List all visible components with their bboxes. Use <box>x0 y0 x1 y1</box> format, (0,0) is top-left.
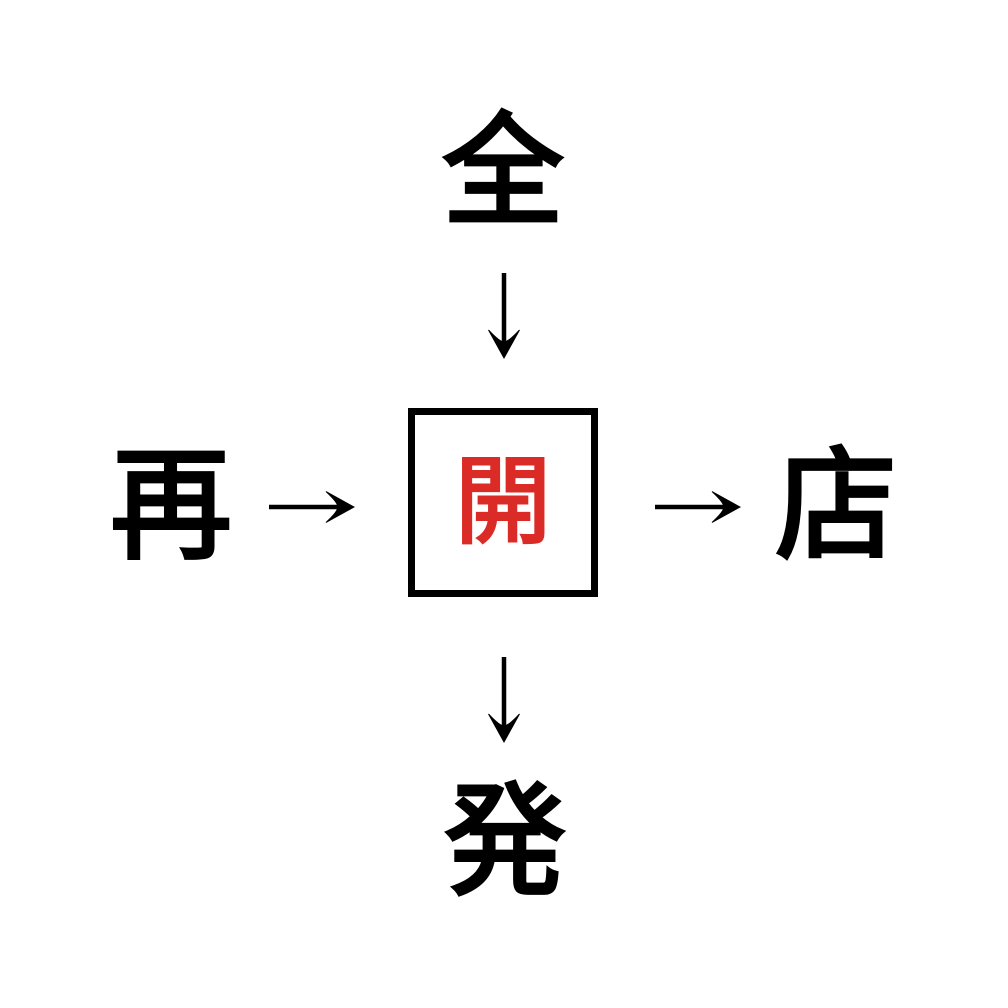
kanji-top: 全 <box>442 104 564 240</box>
arrow-down-icon <box>488 657 520 744</box>
kanji-center: 開 <box>455 448 551 556</box>
arrow-right-icon <box>269 491 356 523</box>
kanji-left: 再 <box>110 438 232 574</box>
arrow-down-icon <box>488 273 520 360</box>
kanji-right: 店 <box>775 438 897 574</box>
kanji-bottom: 発 <box>444 774 566 910</box>
center-answer-box: 開 <box>408 408 598 597</box>
arrow-right-icon <box>655 491 742 523</box>
